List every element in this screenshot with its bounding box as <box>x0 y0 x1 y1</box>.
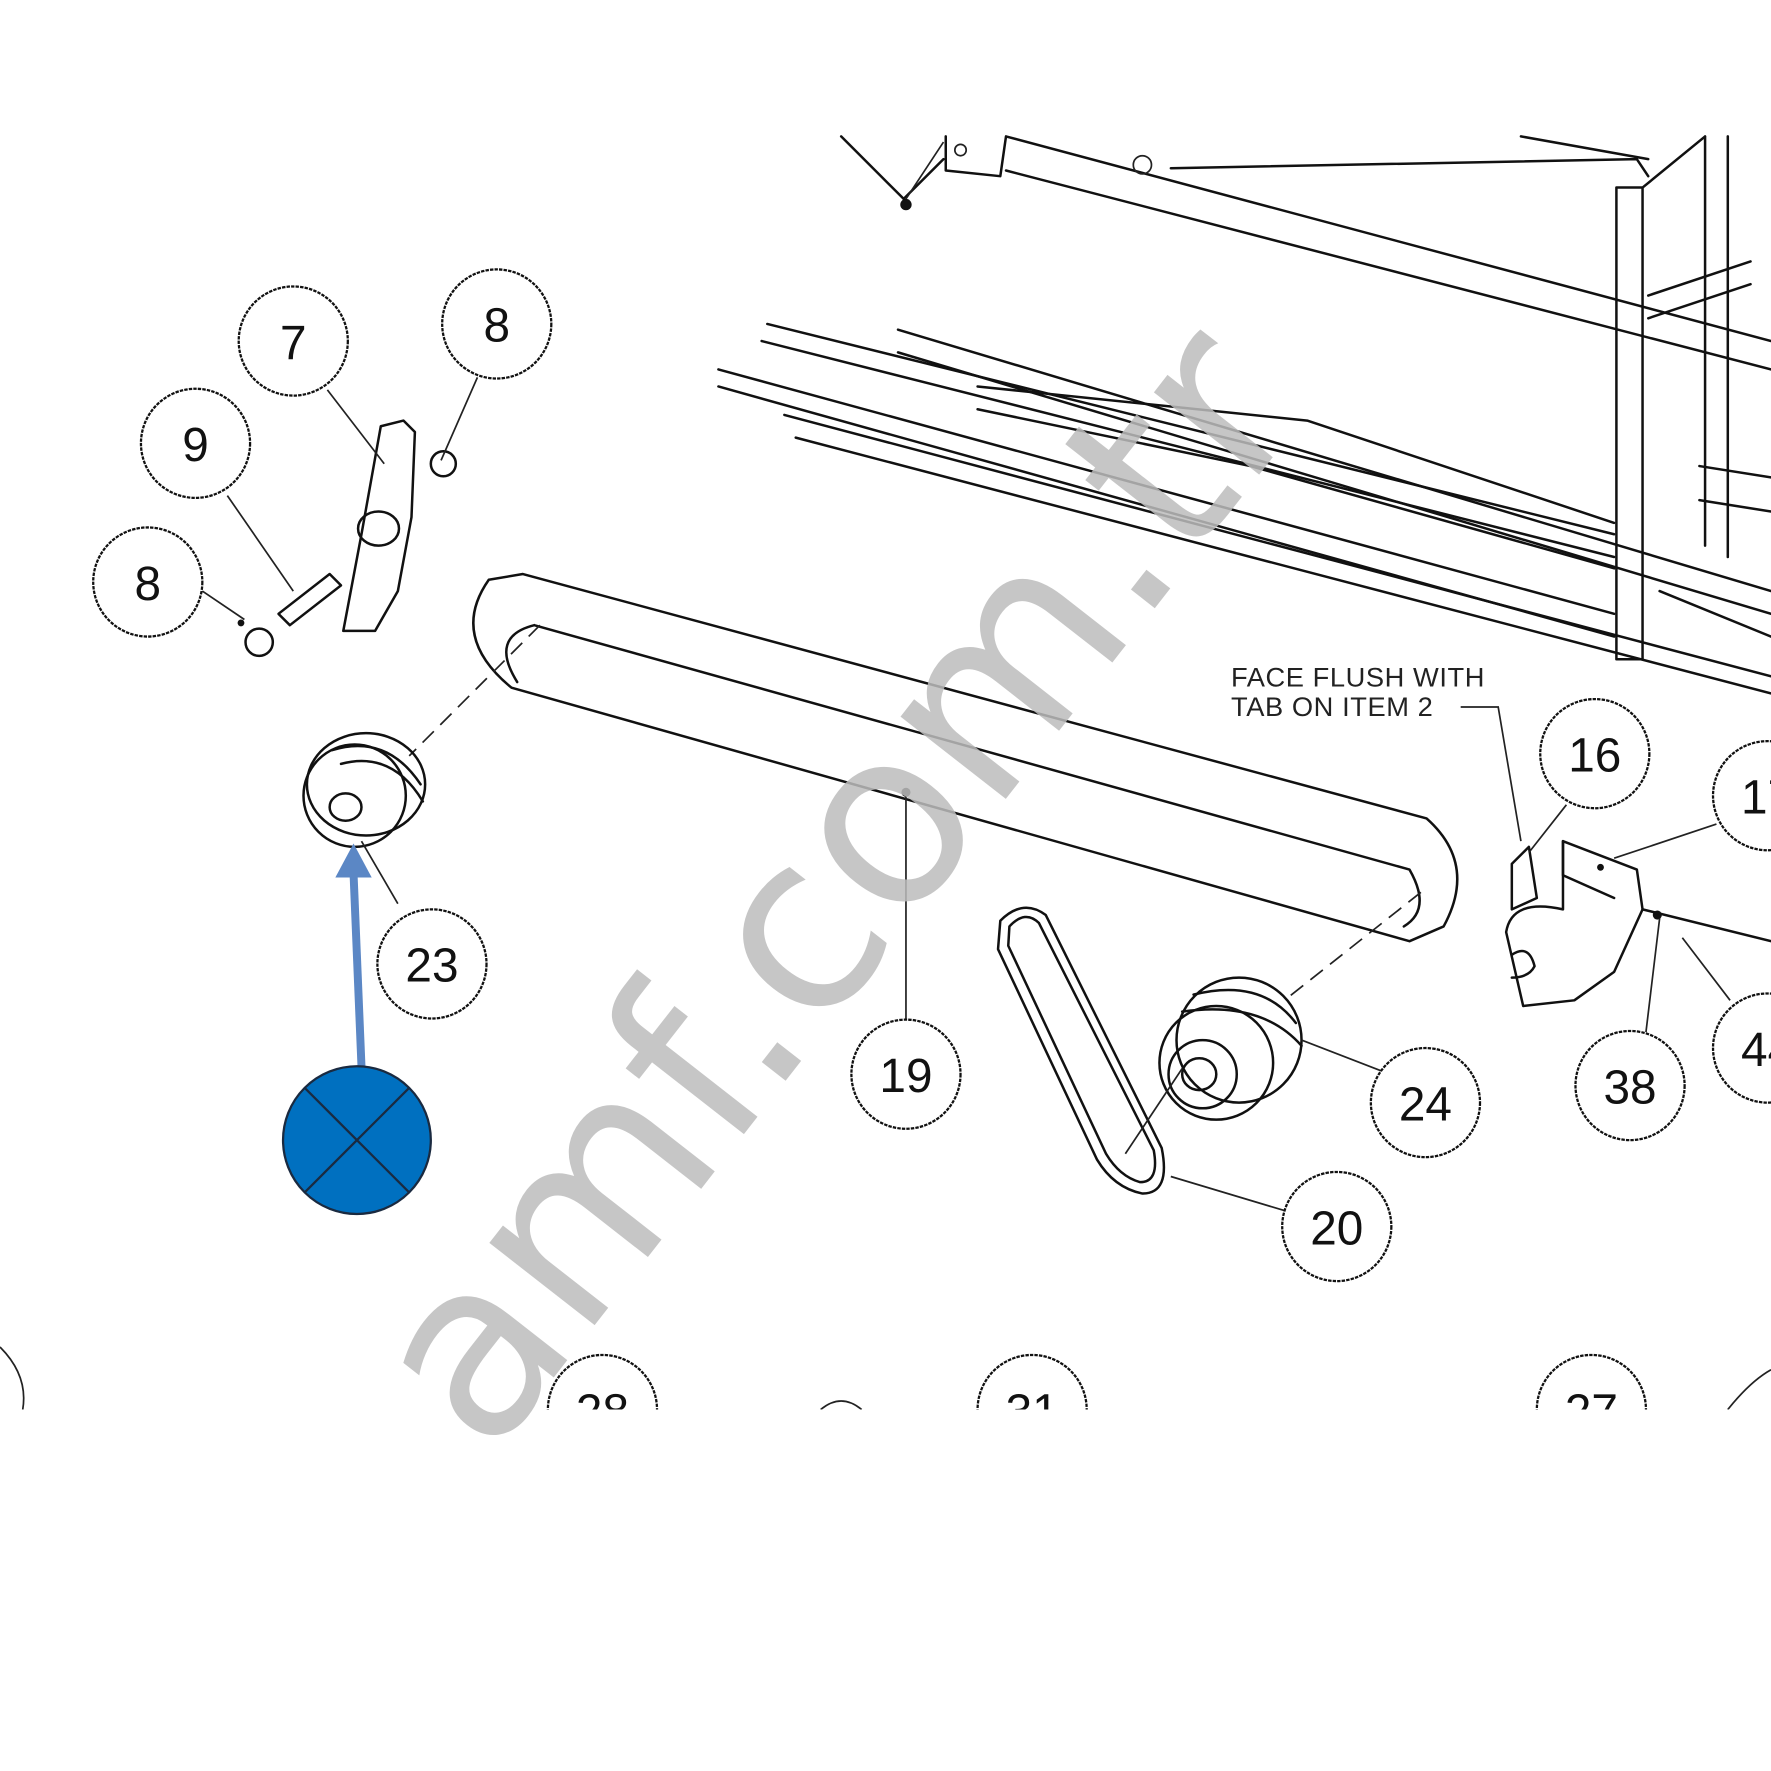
marker-arrow <box>335 843 372 1067</box>
callout-label: 31 <box>1006 1385 1059 1438</box>
callout-label: 8 <box>483 300 510 353</box>
callout-7: 7 <box>237 285 349 397</box>
callout-23: 23 <box>376 908 488 1020</box>
note-line-1: FACE FLUSH WITH <box>1231 662 1485 693</box>
callout-44: 44 <box>1711 992 1771 1104</box>
callout-label: 8 <box>134 558 161 611</box>
callout-label: 44 <box>1741 1024 1771 1077</box>
callout-label: 38 <box>1603 1061 1656 1114</box>
callout-label: 19 <box>879 1050 932 1103</box>
callout-label: 7 <box>280 317 307 370</box>
short-belt-20 <box>996 906 1183 1195</box>
callout-label: 27 <box>1565 1385 1618 1438</box>
location-marker-icon[interactable] <box>281 1065 432 1216</box>
callout-9: 9 <box>139 387 252 500</box>
callout-label: 20 <box>1310 1202 1363 1255</box>
watermark-text: amf.com.tr <box>310 273 1354 1497</box>
callout-8: 8 <box>441 268 553 380</box>
callout-17: 17 <box>1711 740 1771 852</box>
callout-19: 19 <box>850 1018 962 1130</box>
callout-20: 20 <box>1281 1170 1393 1283</box>
callout-16: 16 <box>1539 697 1651 810</box>
pulley-24 <box>1158 976 1303 1121</box>
note-line-2: TAB ON ITEM 2 <box>1231 691 1433 722</box>
callout-24: 24 <box>1369 1046 1482 1159</box>
frame-assembly <box>717 135 1771 695</box>
callout-group: 7 8 9 8 23 19 16 17 24 38 44 20 28 31 27 <box>92 268 1771 1438</box>
callout-31: 31 <box>976 1353 1088 1438</box>
callout-label: 23 <box>405 940 458 993</box>
callout-label: 28 <box>576 1385 629 1438</box>
callout-label: 24 <box>1399 1078 1452 1131</box>
callout-label: 9 <box>182 419 209 472</box>
callout-27: 27 <box>1535 1353 1648 1438</box>
callout-label: 17 <box>1741 771 1771 824</box>
callout-8: 8 <box>92 526 204 638</box>
callout-38: 38 <box>1574 1029 1686 1142</box>
long-belt <box>408 572 1459 1001</box>
pulley-23 <box>302 731 427 849</box>
callout-label: 16 <box>1568 729 1621 782</box>
leader-lines <box>201 141 1731 1212</box>
bracket-assembly <box>1504 839 1771 1008</box>
idler-bracket <box>237 419 458 658</box>
callout-28: 28 <box>546 1353 659 1438</box>
